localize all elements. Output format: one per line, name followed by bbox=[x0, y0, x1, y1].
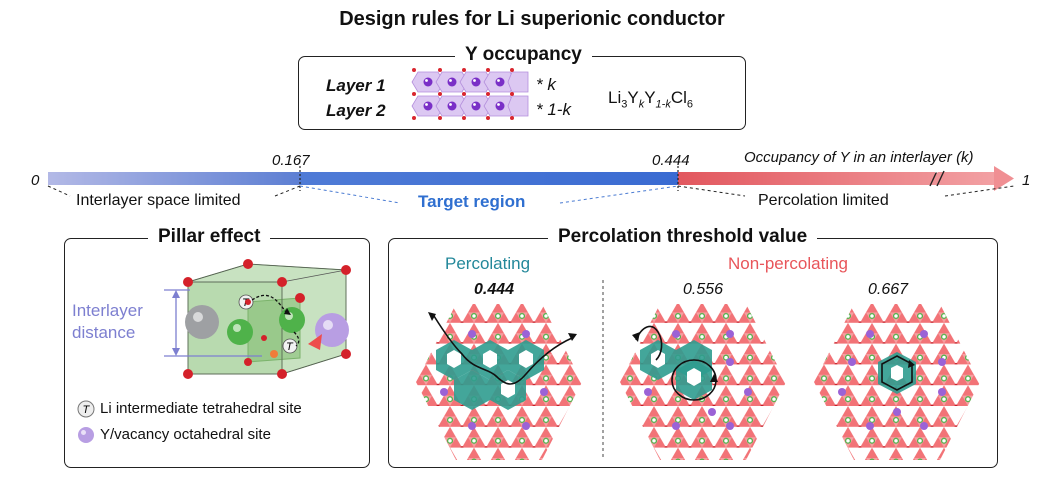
interlayer-distance-label: Interlayer distance bbox=[72, 300, 143, 344]
axis-label-0167: 0.167 bbox=[272, 152, 310, 169]
lattice-percolating-0444 bbox=[416, 304, 582, 460]
layer-2-multiplier: * 1-k bbox=[536, 100, 571, 119]
axis-break-2 bbox=[936, 170, 945, 187]
bar-arrowhead bbox=[994, 166, 1014, 191]
layer-structure-illustration bbox=[411, 68, 529, 120]
axis-label-0444: 0.444 bbox=[652, 152, 690, 169]
site-t-lower: T bbox=[286, 341, 294, 353]
target-region-label: Target region bbox=[418, 192, 526, 211]
layer-1-multiplier: * k bbox=[536, 75, 556, 94]
bar-target-segment bbox=[300, 172, 678, 185]
pillar-effect-title: Pillar effect bbox=[148, 226, 271, 248]
occupancy-box-title: Y occupancy bbox=[455, 44, 592, 66]
interlayer-distance-line1: Interlayer bbox=[72, 301, 143, 320]
percolating-label: Percolating bbox=[445, 254, 531, 273]
threshold-value-b: 0.556 bbox=[683, 281, 724, 298]
lattice-non-percolating-0667 bbox=[814, 304, 980, 460]
layer-2-label: Layer 2 bbox=[326, 101, 386, 120]
lattice-non-percolating-0556 bbox=[620, 304, 786, 460]
legend-y-icon bbox=[78, 427, 94, 443]
figure-title: Design rules for Li superionic conductor bbox=[339, 8, 725, 30]
percolation-box-title: Percolation threshold value bbox=[548, 226, 818, 248]
threshold-value-c: 0.667 bbox=[868, 281, 909, 298]
interlayer-distance-line2: distance bbox=[72, 323, 136, 342]
legend-li-symbol: T bbox=[83, 404, 91, 416]
percolation-limited-label: Percolation limited bbox=[758, 192, 889, 209]
non-percolating-label: Non-percolating bbox=[728, 254, 849, 273]
pillar-structure-illustration: T T bbox=[183, 259, 351, 379]
legend-li-text: Li intermediate tetrahedral site bbox=[100, 400, 302, 417]
occupancy-box bbox=[298, 56, 746, 130]
legend-li-icon: T bbox=[77, 400, 95, 418]
interlayer-limited-label: Interlayer space limited bbox=[76, 192, 241, 209]
layer-1-label: Layer 1 bbox=[326, 76, 386, 95]
chemical-formula: Li3YkY1-kCl6 bbox=[608, 88, 694, 111]
axis-label-one: 1 bbox=[1022, 172, 1031, 189]
bar-percolation-segment bbox=[678, 172, 994, 185]
axis-title: Occupancy of Y in an interlayer (k) bbox=[744, 149, 974, 166]
bar-interlayer-segment bbox=[48, 172, 300, 185]
axis-label-zero: 0 bbox=[31, 172, 40, 189]
threshold-value-a: 0.444 bbox=[474, 281, 515, 298]
legend-y-text: Y/vacancy octahedral site bbox=[100, 426, 271, 443]
axis-break-1 bbox=[929, 170, 938, 187]
